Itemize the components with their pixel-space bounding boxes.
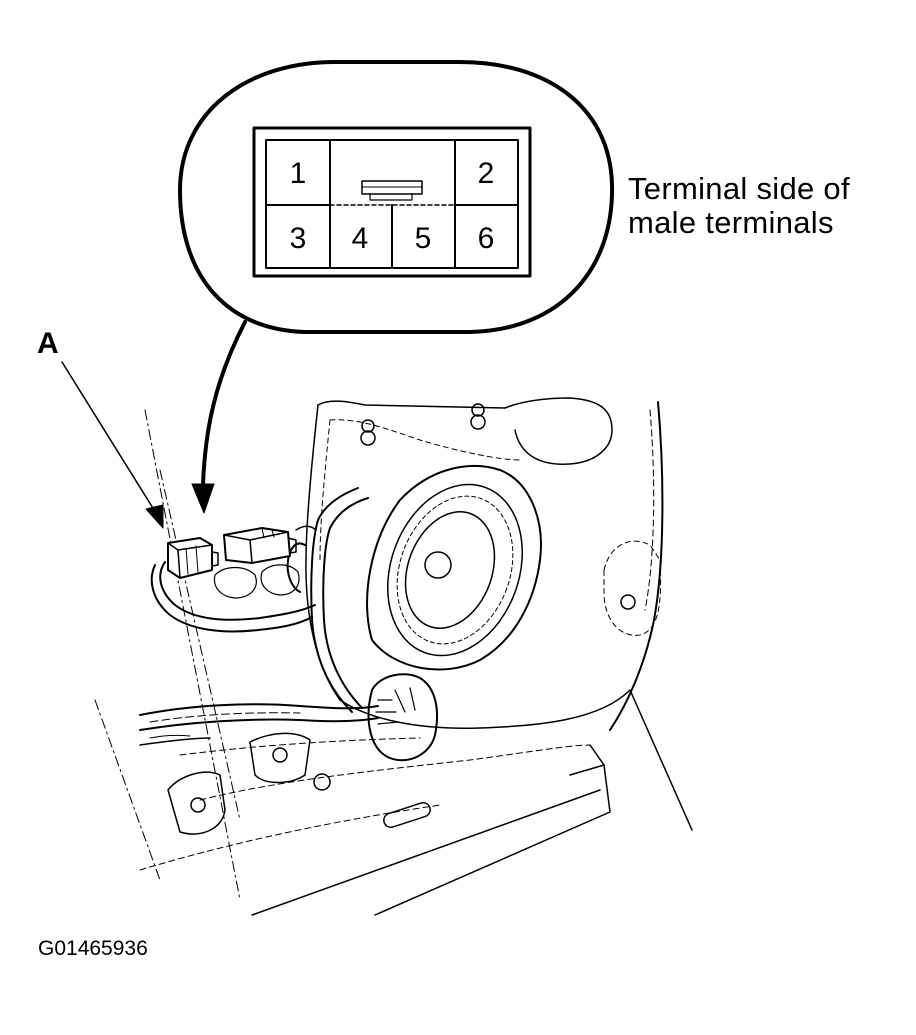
door-panel (94, 397, 693, 916)
callout-a-leader (61, 361, 164, 529)
bubble-pointer-arrow (191, 320, 247, 514)
grommet (367, 673, 438, 762)
pin-1-label: 1 (290, 157, 307, 190)
caption-line-2: male terminals (628, 205, 834, 240)
pin-4-label: 4 (352, 222, 369, 255)
pin-2-label: 2 (478, 157, 495, 190)
speaker (366, 464, 542, 671)
pin-3-label: 3 (290, 222, 307, 255)
wire-harness (139, 487, 438, 762)
screw-recess-lower-left (167, 771, 226, 835)
pin-labels: 1 2 3 4 5 6 (290, 157, 495, 255)
connector-view-caption: Terminal side of male terminals (628, 172, 850, 240)
pin-6-label: 6 (478, 222, 495, 255)
connector-face-bubble (178, 59, 615, 334)
connector-a (167, 537, 219, 579)
screw-boss-top-center (470, 403, 486, 430)
screw-boss-top-left (360, 419, 376, 446)
screw-hole-lower (313, 773, 331, 791)
figure-id: G01465936 (38, 937, 148, 960)
callout-a-label: A (37, 327, 59, 360)
caption-line-1: Terminal side of (628, 171, 850, 206)
screw-recess-lower-mid (249, 732, 311, 784)
door-side-connector (213, 527, 300, 599)
pin-5-label: 5 (415, 222, 432, 255)
slot-lower (383, 801, 431, 829)
